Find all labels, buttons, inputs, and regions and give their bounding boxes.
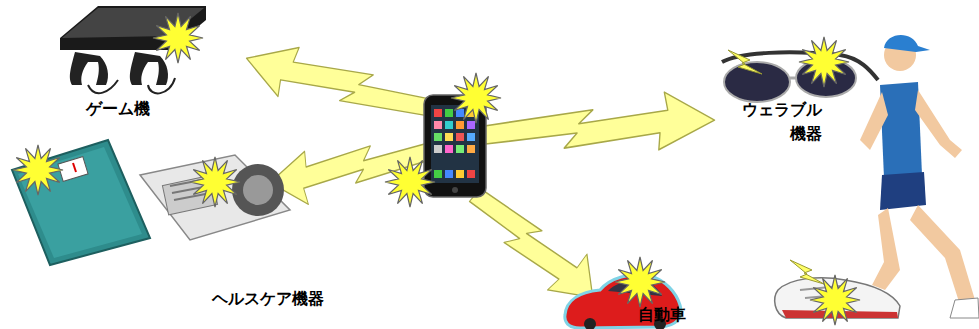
device-label: 自動車 [638, 303, 718, 327]
starburst [615, 257, 665, 307]
lightning-arrow [483, 89, 716, 161]
starburst [810, 275, 860, 325]
blood-pressure-monitor [140, 155, 290, 240]
game-console [60, 6, 206, 93]
starburst [190, 157, 240, 207]
spark-symbol [790, 260, 824, 284]
lightning-arrow [239, 35, 438, 136]
starburst [451, 73, 501, 123]
runner [860, 35, 979, 318]
spark-symbol [728, 50, 762, 74]
device-label: ヘルスケア機器 [212, 287, 352, 311]
device-label: ウェラブル 機器 [730, 98, 822, 146]
starburst [385, 157, 435, 207]
starburst [13, 145, 63, 195]
starburst [799, 37, 849, 87]
starburst [153, 13, 203, 63]
device-label: ゲーム機 [86, 97, 176, 121]
scale [12, 140, 150, 265]
